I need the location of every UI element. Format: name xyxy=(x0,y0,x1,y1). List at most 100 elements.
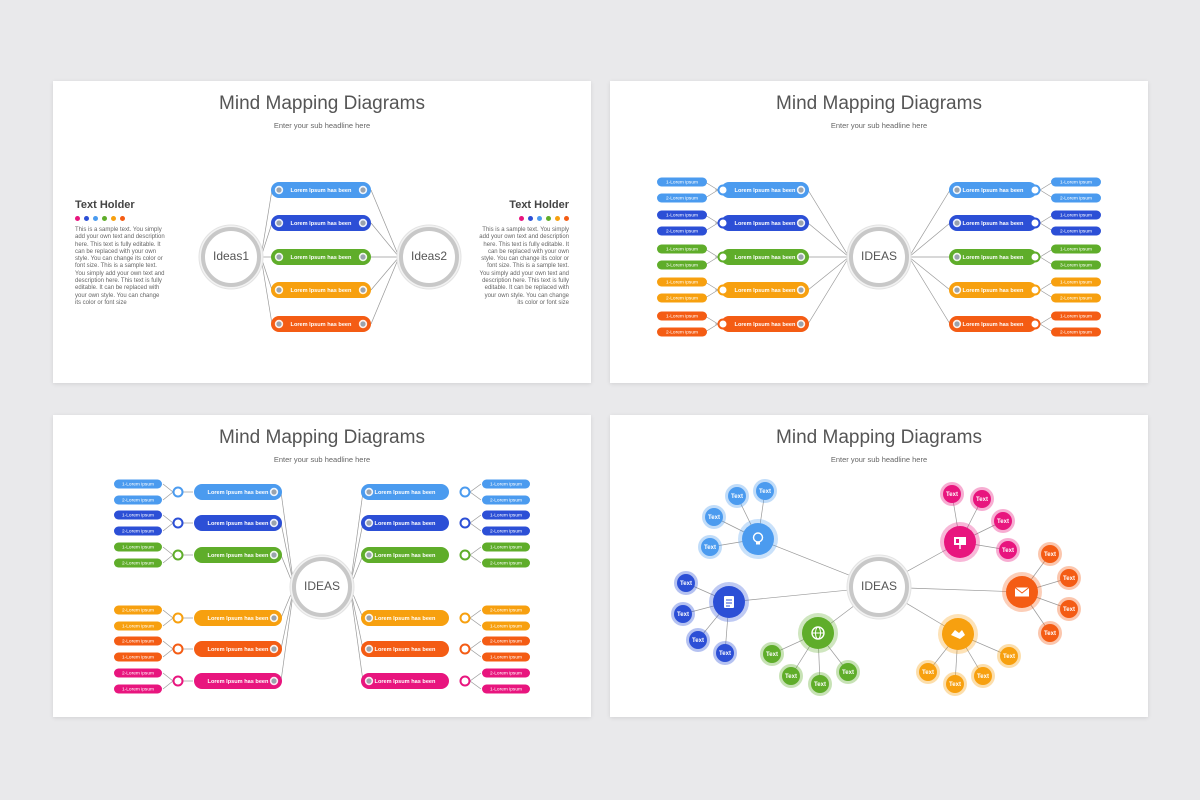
text-holder-body-left: This is a sample text. You simply add yo… xyxy=(75,227,165,306)
leaf-pill xyxy=(657,293,707,303)
branch-pill-label: Lorem Ipsum has been xyxy=(963,188,1025,194)
leaf-pill-label: 2-Lorem ipsum xyxy=(490,671,522,677)
junction-ring xyxy=(717,284,729,296)
leaf-pill-label: 1-Lorem ipsum xyxy=(1060,180,1092,186)
branch-pill xyxy=(949,182,1037,198)
leaf-pill xyxy=(1051,311,1101,321)
leaf-node xyxy=(705,508,723,526)
pill-dot-inner xyxy=(271,678,277,684)
leaf-node-label: Text xyxy=(785,674,797,680)
connector-line xyxy=(469,640,482,650)
leaf-node-label: Text xyxy=(692,638,704,644)
leaf-pill-label: 1-Lorem ipsum xyxy=(122,482,154,488)
leaf-node-label: Text xyxy=(814,682,826,688)
connector-line xyxy=(162,483,174,493)
leaf-pill-label: 2-Lorem ipsum xyxy=(666,229,698,235)
connector-line xyxy=(1039,281,1054,291)
branch-pill-label: Lorem Ipsum has been xyxy=(735,255,797,261)
pill-dot-inner xyxy=(360,220,366,226)
leaf-pill xyxy=(1051,226,1101,236)
connector-line xyxy=(908,256,951,325)
leaf-pill-label: 2-Lorem ipsum xyxy=(1060,330,1092,336)
connector-line xyxy=(704,315,719,325)
branch-pill-label: Lorem Ipsum has been xyxy=(208,490,270,496)
pill-dot-inner xyxy=(798,287,804,293)
pill-dot-inner xyxy=(366,646,372,652)
leaf-node xyxy=(782,667,800,685)
connector-line xyxy=(704,214,719,224)
color-dot xyxy=(537,216,542,221)
leaf-node-label: Text xyxy=(719,651,731,657)
leaf-pill-label: 2-Lorem ipsum xyxy=(1060,229,1092,235)
connector-line xyxy=(704,181,719,191)
leaf-pill-label: 1-Lorem ipsum xyxy=(666,314,698,320)
leaf-pill-label: 2-Lorem ipsum xyxy=(122,671,154,677)
pill-dot-inner xyxy=(276,254,282,260)
branch-pill-label: Lorem Ipsum has been xyxy=(963,322,1025,328)
pill-dot-inner xyxy=(366,489,372,495)
leaf-pill xyxy=(114,526,162,536)
leaf-pill xyxy=(482,479,530,489)
leaf-node xyxy=(716,644,734,662)
connector-line xyxy=(370,222,400,258)
leaf-pill-label: 1-Lorem ipsum xyxy=(490,545,522,551)
connector-line xyxy=(469,672,482,682)
branch-pill xyxy=(721,249,809,265)
leaf-pill xyxy=(482,495,530,505)
leaf-node-label: Text xyxy=(708,515,720,521)
pill-dot-inner xyxy=(798,187,804,193)
connector-line xyxy=(469,648,482,658)
junction-ring xyxy=(717,217,729,229)
hub-ideas xyxy=(849,227,909,287)
leaf-pill-label: 1-Lorem ipsum xyxy=(1060,213,1092,219)
connector-line xyxy=(162,617,174,627)
leaf-pill-label: 1-Lorem ipsum xyxy=(122,687,154,693)
branch-pill-label: Lorem Ipsum has been xyxy=(375,521,437,527)
leaf-node xyxy=(811,675,829,693)
leaf-pill-label: 1-Lorem ipsum xyxy=(122,655,154,661)
slide-subtitle: Enter your sub headline here xyxy=(273,455,371,464)
junction-ring xyxy=(172,549,184,561)
branch-pill-label: Lorem Ipsum has been xyxy=(375,553,437,559)
junction-ring xyxy=(172,675,184,687)
branch-pill xyxy=(194,641,282,657)
leaf-node xyxy=(689,631,707,649)
leaf-pill-label: 2-Lorem ipsum xyxy=(122,608,154,614)
color-dot xyxy=(84,216,89,221)
pill-dot-inner xyxy=(271,552,277,558)
leaf-pill xyxy=(1051,177,1101,187)
leaf-node-label: Text xyxy=(1044,631,1056,637)
branch-pill xyxy=(361,610,449,626)
pill-dot-inner xyxy=(954,287,960,293)
leaf-node xyxy=(1041,624,1059,642)
leaf-pill xyxy=(657,244,707,254)
branch-pill-label: Lorem Ipsum has been xyxy=(291,188,353,194)
junction-ring xyxy=(717,318,729,330)
leaf-node-label: Text xyxy=(922,670,934,676)
presentation-icon xyxy=(954,537,966,549)
leaf-pill-label: 1-Lorem ipsum xyxy=(490,655,522,661)
connector-line xyxy=(469,609,482,619)
connector-line xyxy=(704,189,719,199)
leaf-pill-label: 1-Lorem ipsum xyxy=(490,482,522,488)
leaf-node xyxy=(999,541,1017,559)
junction-ring xyxy=(1029,217,1041,229)
leaf-pill xyxy=(114,495,162,505)
connector-line xyxy=(1039,181,1054,191)
hub-ideas2-label: Ideas2 xyxy=(411,249,447,263)
leaf-pill-label: 2-Lorem ipsum xyxy=(122,498,154,504)
hub-ideas2 xyxy=(399,227,459,287)
leaf-pill-label: 1-Lorem ipsum xyxy=(490,687,522,693)
branch-pill xyxy=(194,673,282,689)
junction-ring xyxy=(1029,251,1041,263)
leaf-node xyxy=(756,482,774,500)
leaf-pill xyxy=(114,652,162,662)
leaf-pill-label: 1-Lorem ipsum xyxy=(1060,314,1092,320)
leaf-node xyxy=(943,485,961,503)
connector-line xyxy=(908,189,951,258)
leaf-pill-label: 1-Lorem ipsum xyxy=(1060,247,1092,253)
pill-dot-inner xyxy=(366,552,372,558)
slide-title: Mind Mapping Diagrams xyxy=(776,427,982,448)
